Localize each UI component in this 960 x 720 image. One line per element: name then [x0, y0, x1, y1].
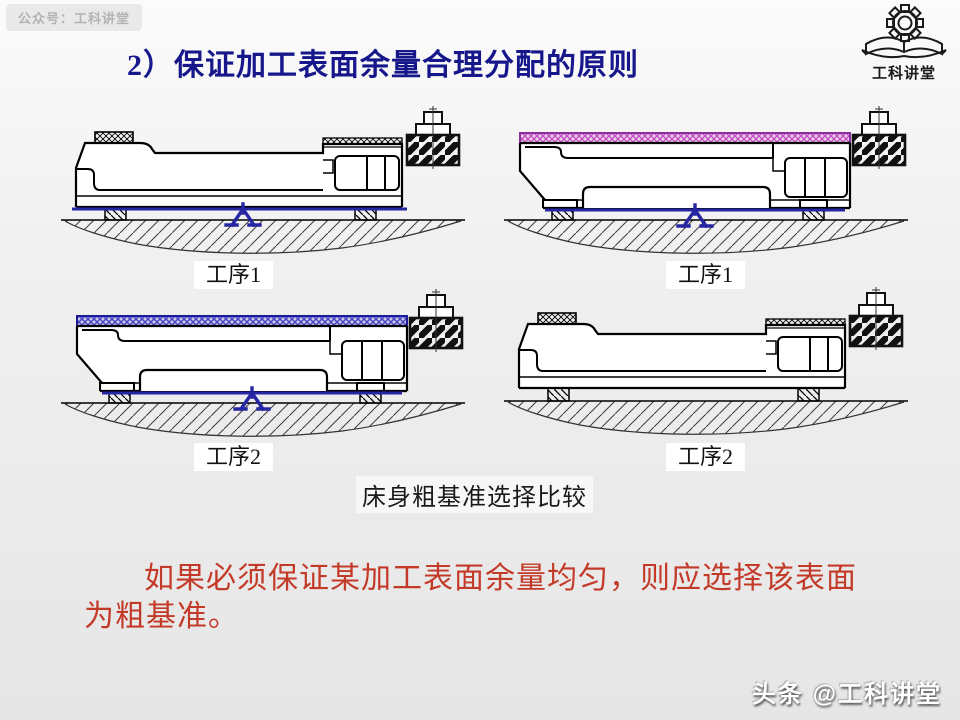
- diagram-label-1: 工序1: [194, 261, 274, 289]
- process-diagram-2: [498, 103, 918, 268]
- process-diagram-1: [55, 103, 475, 268]
- page-title: 2）保证加工表面余量合理分配的原则: [127, 49, 639, 82]
- brand-logo: 工科讲堂: [856, 2, 952, 83]
- conclusion-line-1: 如果必须保证某加工表面余量均匀，则应选择该表面: [144, 562, 857, 595]
- gear-icon: [886, 4, 924, 42]
- process-diagram-3: [55, 286, 475, 451]
- gear-book-icon: [861, 4, 947, 59]
- watermark-text: 头条 @工科讲堂: [751, 681, 942, 708]
- process-diagram-4: [498, 284, 918, 449]
- diagram-label-2: 工序1: [666, 261, 746, 289]
- book-icon: [861, 36, 947, 59]
- logo-text: 工科讲堂: [871, 66, 936, 82]
- figure-caption: 床身粗基准选择比较: [356, 476, 593, 513]
- conclusion-line-2: 为粗基准。: [84, 600, 239, 634]
- diagram-label-4: 工序2: [666, 443, 746, 471]
- account-badge: 公众号：工科讲堂: [6, 4, 143, 31]
- conclusion-text: 如果必须保证某加工表面余量均匀，则应选择该表面 为粗基准。: [84, 560, 896, 637]
- diagram-label-3: 工序2: [194, 443, 274, 471]
